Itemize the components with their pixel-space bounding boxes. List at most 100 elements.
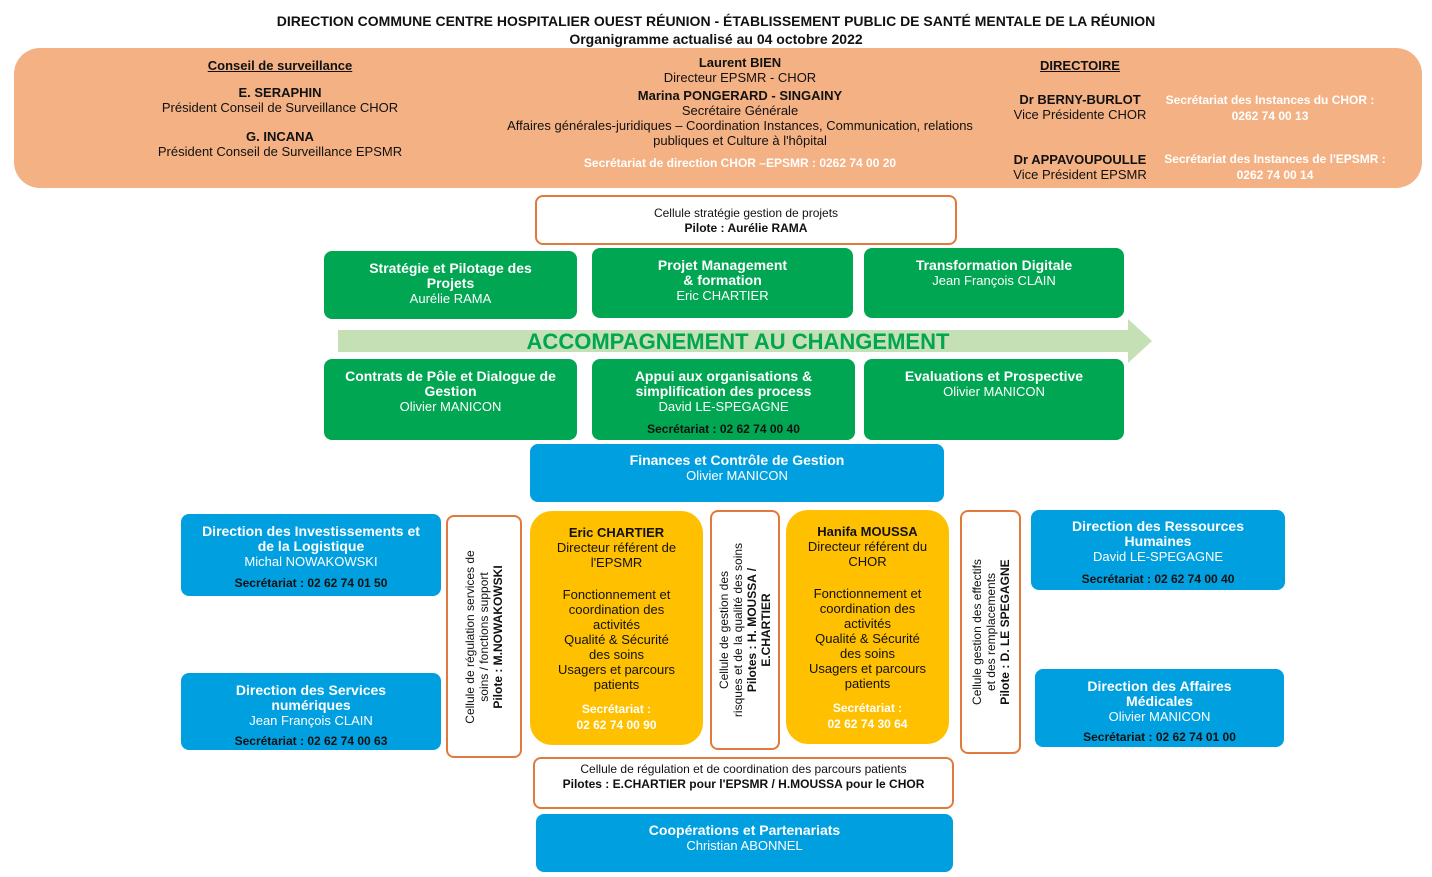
cellule-gestion-risques-text: Cellule de gestion des risques et de la … (717, 515, 773, 745)
green-box-person: Aurélie RAMA (409, 291, 492, 306)
yellow-box-role: Directeur référent de l'EPSMR (556, 540, 677, 570)
green-box-projet-management: Projet Management & formation Eric CHART… (592, 248, 853, 318)
direction-affaires-medicales-box: Direction des Affaires Médicales Olivier… (1035, 669, 1284, 747)
green-box-person: Olivier MANICON (943, 384, 1045, 399)
green-box-person: David LE-SPEGAGNE (658, 399, 789, 414)
cellule-parcours-title: Cellule de régulation et de coordination… (580, 762, 907, 776)
conseil-p1-name: E. SERAPHIN (238, 85, 322, 100)
vertical-cell-line1: Cellule de gestion des (717, 570, 731, 690)
yellow-box-tasks-3: Usagers et parcours patients (557, 662, 676, 692)
green-box-secretariat: Secrétariat : 02 62 74 00 40 (647, 422, 800, 436)
vertical-cell-line2: risques et de la qualité des soins (731, 542, 745, 718)
green-box-title: Projet Management & formation (657, 257, 788, 288)
direction-secretariat: Secrétariat de direction CHOR –EPSMR : 0… (583, 156, 897, 170)
direction-investissements-box: Direction des Investissements et de la L… (181, 514, 441, 596)
vertical-cell-line2: soins / fonctions support (477, 571, 491, 702)
conseil-p2-role: Président Conseil de Surveillance EPSMR (157, 144, 403, 159)
vertical-cell-line2: et des remplacements (983, 572, 998, 692)
cellule-parcours-pilote: Pilotes : E.CHARTIER pour l'EPSMR / H.MO… (562, 777, 925, 791)
page-title: DIRECTION COMMUNE CENTRE HOSPITALIER OUE… (276, 13, 1156, 29)
page-subtitle: Organigramme actualisé au 04 octobre 202… (569, 31, 863, 47)
cooperations-title: Coopérations et Partenariats (648, 822, 841, 838)
vertical-cell-line1: Cellule gestion des effectifs (969, 559, 984, 705)
left-box-person: Jean François CLAIN (249, 713, 373, 728)
arrow-label: ACCOMPAGNEMENT AU CHANGEMENT (526, 329, 950, 354)
direction-ressources-humaines-box: Direction des Ressources Humaines David … (1031, 510, 1285, 590)
right-box-secretariat: Secrétariat : 02 62 74 00 40 (1081, 572, 1235, 586)
conseil-surveillance: Conseil de surveillance E. SERAPHIN Prés… (130, 58, 430, 159)
cellule-strategie-pilote: Pilote : Aurélie RAMA (684, 221, 808, 235)
cellule-gestion-risques-box: Cellule de gestion des risques et de la … (710, 510, 780, 750)
left-box-person: Michal NOWAKOWSKI (244, 554, 378, 569)
directoire-p1-secretariat: Secrétariat des Instances du CHOR : 0262… (1150, 93, 1390, 124)
conseil-heading: Conseil de surveillance (207, 58, 353, 73)
directoire-p2-secretariat: Secrétariat des Instances de l'EPSMR : 0… (1150, 152, 1400, 183)
left-box-secretariat: Secrétariat : 02 62 74 01 50 (234, 576, 388, 590)
conseil-p2-name: G. INCANA (246, 129, 314, 144)
change-arrow (338, 319, 1152, 363)
cooperations-box: Coopérations et Partenariats Christian A… (536, 814, 953, 872)
directoire-p2: Dr APPAVOUPOULLE Vice Président EPSMR (1000, 152, 1160, 182)
yellow-box-tasks-2: Qualité & Sécurité des soins (815, 631, 920, 661)
vertical-cell-pilote: Pilote : D. LE SPEGAGNE (997, 559, 1012, 705)
secretary-general-name: Marina PONGERARD - SINGAINY (637, 88, 843, 103)
green-box-appui-organisations: Appui aux organisations & simplification… (592, 359, 855, 440)
cellule-regulation-soins-text: Cellule de régulation services de soins … (463, 522, 505, 752)
yellow-box-tasks: Fonctionnement et coordination des activ… (813, 586, 922, 631)
yellow-box-tel: 02 62 74 30 64 (827, 717, 908, 731)
left-box-title: Direction des Services numériques (235, 682, 387, 713)
directoire-heading: DIRECTOIRE (1020, 58, 1140, 73)
green-box-person: Jean François CLAIN (932, 273, 1056, 288)
cellule-gestion-effectifs-text: Cellule gestion des effectifs et des rem… (970, 517, 1012, 747)
left-box-title: Direction des Investissements et de la L… (202, 523, 420, 554)
directoire-p1: Dr BERNY-BURLOT Vice Présidente CHOR (1000, 92, 1160, 122)
yellow-box-tel: 02 62 74 00 90 (576, 718, 657, 732)
directoire-p1-role: Vice Présidente CHOR (1013, 107, 1147, 122)
conseil-p1-role: Président Conseil de Surveillance CHOR (161, 100, 399, 115)
yellow-box-sec: Secrétariat : (581, 702, 652, 716)
yellow-box-tasks-3: Usagers et parcours patients (808, 661, 927, 691)
directoire-p2-tel: 0262 74 00 14 (1236, 168, 1314, 182)
left-box-secretariat: Secrétariat : 02 62 74 00 63 (234, 734, 388, 748)
directoire-p2-role: Vice Président EPSMR (1013, 167, 1147, 182)
green-box-person: Olivier MANICON (399, 399, 502, 414)
direction-services-numeriques-box: Direction des Services numériques Jean F… (181, 673, 441, 750)
right-box-secretariat: Secrétariat : 02 62 74 01 00 (1083, 730, 1236, 744)
yellow-box-epsmr: Eric CHARTIER Directeur référent de l'EP… (530, 511, 703, 745)
right-box-title: Direction des Affaires Médicales (1087, 678, 1232, 709)
yellow-box-sec: Secrétariat : (832, 701, 903, 715)
secretary-general-scope-2: publiques et Culture à l'hôpital (653, 133, 827, 148)
green-box-strategie-pilotage: Stratégie et Pilotage des Projets Auréli… (324, 251, 577, 319)
governance-band (14, 48, 1422, 188)
cellule-strategie-box: Cellule stratégie gestion de projets Pil… (535, 195, 957, 245)
directoire-p1-name: Dr BERNY-BURLOT (1019, 92, 1141, 107)
secretary-general-role: Secrétaire Générale (681, 103, 799, 118)
yellow-box-tasks-2: Qualité & Sécurité des soins (564, 632, 669, 662)
green-box-title: Transformation Digitale (915, 257, 1073, 273)
cellule-parcours-box: Cellule de régulation et de coordination… (533, 757, 954, 809)
cooperations-person: Christian ABONNEL (686, 838, 803, 853)
secretary-general-scope: Affaires générales-juridiques – Coordina… (507, 118, 973, 133)
vertical-cell-pilote: Pilotes : H. MOUSSA / (745, 567, 759, 693)
vertical-cell-pilote-2: E.CHARTIER (759, 593, 773, 667)
right-box-person: Olivier MANICON (1108, 709, 1211, 724)
yellow-box-chor: Hanifa MOUSSA Directeur référent du CHOR… (786, 510, 949, 744)
vertical-cell-pilote: Pilote : M.NOWAKOWSKI (491, 564, 505, 709)
green-box-title: Appui aux organisations & simplification… (634, 368, 813, 399)
yellow-box-name: Hanifa MOUSSA (817, 524, 918, 539)
right-box-person: David LE-SPEGAGNE (1092, 549, 1224, 564)
green-box-title: Contrats de Pôle et Dialogue de Gestion (345, 368, 556, 399)
director-role: Directeur EPSMR - CHOR (663, 70, 817, 85)
green-box-title: Stratégie et Pilotage des Projets (369, 260, 532, 291)
finances-box: Finances et Contrôle de Gestion Olivier … (530, 444, 944, 502)
cellule-regulation-soins-box: Cellule de régulation services de soins … (446, 515, 522, 758)
yellow-box-role: Directeur référent du CHOR (807, 539, 928, 569)
right-box-title: Direction des Ressources Humaines (1072, 518, 1244, 549)
vertical-cell-line1: Cellule de régulation services de (463, 549, 477, 724)
green-box-person: Eric CHARTIER (676, 288, 769, 303)
yellow-box-name: Eric CHARTIER (568, 525, 665, 540)
finances-title: Finances et Contrôle de Gestion (629, 452, 845, 468)
director-name: Laurent BIEN (698, 55, 782, 70)
green-box-transformation-digitale: Transformation Digitale Jean François CL… (864, 248, 1124, 318)
green-box-evaluations: Evaluations et Prospective Olivier MANIC… (864, 359, 1124, 440)
